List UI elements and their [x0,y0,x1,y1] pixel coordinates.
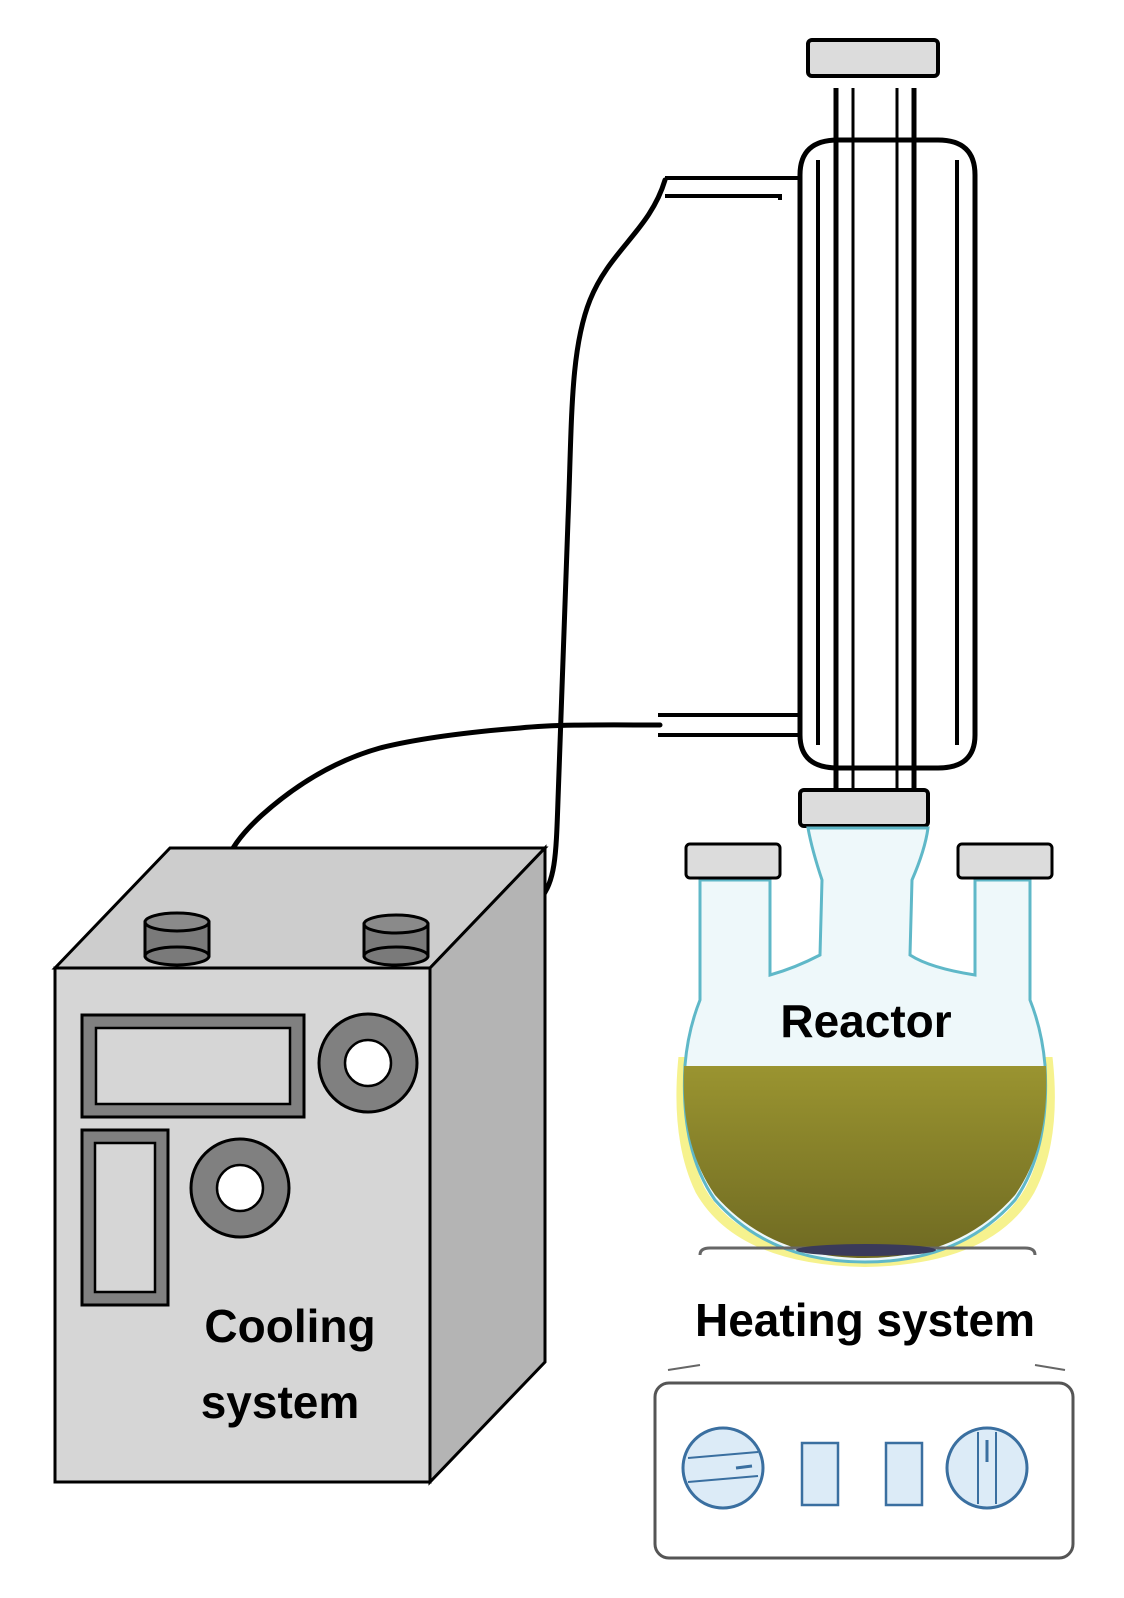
cooling-label-line1: Cooling [204,1300,375,1352]
condenser-upper-port [665,176,800,200]
cooling-system-box: Cooling system [51,844,549,1486]
heater-control-panel [653,1381,1075,1560]
indicator-left-icon [800,1441,840,1507]
hose-port-left [143,911,211,967]
display-icon [80,1013,306,1119]
knob-icon [189,1137,291,1239]
condenser [658,38,978,828]
hose-upper [397,177,668,915]
flask-right-cap [956,842,1054,880]
stirring-dial-icon [945,1426,1029,1510]
condenser-jacket [797,137,978,771]
condenser-joint [798,788,930,828]
condenser-lower-port [658,713,800,737]
heating-system: Heating system [653,1244,1075,1560]
cooling-label-line2: system [201,1376,360,1428]
temperature-dial-icon [681,1426,765,1510]
reactor-label: Reactor [780,995,951,1047]
flask-liquid [683,1066,1047,1258]
flask-left-cap [684,842,782,880]
dial-icon [317,1012,419,1114]
indicator-right-icon [884,1441,924,1507]
reactor-flask: Reactor [676,826,1055,1268]
side-panel-icon [80,1128,170,1307]
hose-port-right [362,913,430,967]
cooling-hoses [189,177,668,915]
heating-label: Heating system [695,1294,1035,1346]
condenser-top-cap [806,38,940,78]
